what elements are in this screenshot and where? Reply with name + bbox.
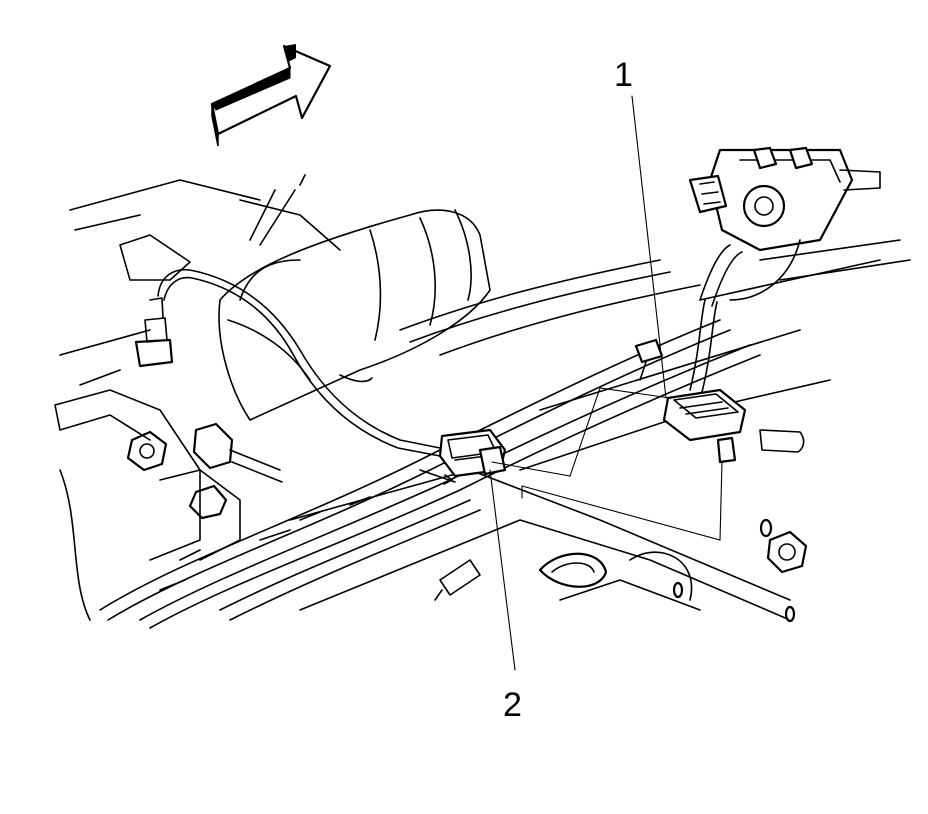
fastener-hardware <box>126 338 808 623</box>
harness-connector <box>419 428 507 485</box>
valve-module <box>688 146 881 301</box>
callout-1: 1 <box>614 56 633 94</box>
leader-lines <box>489 95 723 671</box>
callout-2: 2 <box>503 686 522 724</box>
left-bracket <box>54 389 241 621</box>
tube-bundle <box>99 259 761 629</box>
sensor-connector <box>662 244 805 464</box>
oxygen-sensor <box>134 268 441 457</box>
forward-arrow-icon <box>210 44 332 147</box>
exhaust-converter <box>218 209 491 421</box>
